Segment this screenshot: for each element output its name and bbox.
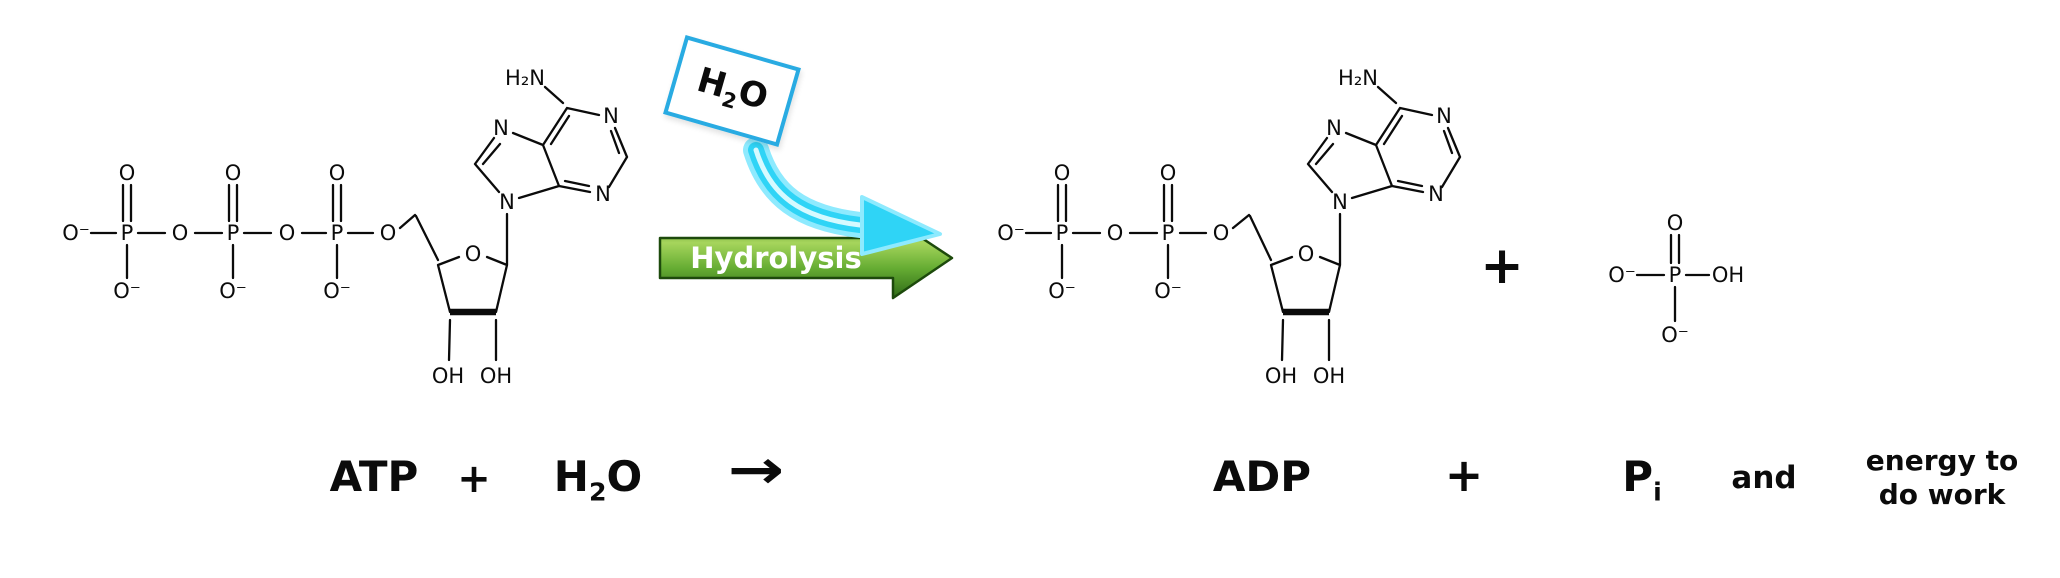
atom-n: N <box>1436 104 1452 128</box>
atom-p: P <box>227 221 240 245</box>
atom-p: P <box>1162 221 1175 245</box>
atom-n: N <box>1326 116 1342 140</box>
atom-p: P <box>1056 221 1069 245</box>
atom-ring-o: O <box>465 242 482 266</box>
atom-oh: OH <box>432 364 464 388</box>
equation-h2o-sub: 2 <box>588 477 607 507</box>
atom-oh: OH <box>480 364 512 388</box>
atp-bonds <box>89 85 629 362</box>
atom-o-minus: O⁻ <box>997 221 1025 245</box>
atom-o-minus: O⁻ <box>1661 323 1689 347</box>
atom-o: O <box>1107 221 1124 245</box>
equation-arrow: → <box>727 438 785 501</box>
atom-o-minus: O⁻ <box>1048 279 1076 303</box>
atom-oh: OH <box>1712 263 1744 287</box>
atom-o-minus: O⁻ <box>62 221 90 245</box>
equation-h2o: H2O <box>554 452 642 506</box>
water-arrow <box>743 137 942 256</box>
atom-n: N <box>603 104 619 128</box>
bond <box>89 85 629 362</box>
atom-o: O <box>1054 161 1071 185</box>
adp-structure: O⁻ P O O⁻ O P O O⁻ O O OH OH H₂N N N N N <box>997 66 1462 388</box>
atp-atom-labels: O⁻ P O O⁻ O P O O⁻ O P O O⁻ O O OH OH H₂… <box>62 66 619 388</box>
atom-o: O <box>1213 221 1230 245</box>
atom-p: P <box>121 221 134 245</box>
equation-pi-base: P <box>1622 452 1654 501</box>
equation-h2o-base: H <box>553 452 589 501</box>
atom-o: O <box>225 161 242 185</box>
energy-line-1: energy to <box>1865 444 2019 477</box>
atom-n: N <box>499 190 515 214</box>
equation-plus-1: + <box>457 456 491 502</box>
equation-and: and <box>1731 460 1797 496</box>
atom-o-minus: O⁻ <box>323 279 351 303</box>
atom-n: N <box>1428 182 1444 206</box>
water-label: H2O <box>692 60 773 122</box>
atp-structure: O⁻ P O O⁻ O P O O⁻ O P O O⁻ O O OH OH H₂… <box>62 66 629 388</box>
phosphate-atom-labels: O O⁻ P OH O⁻ <box>1608 211 1744 347</box>
atom-p: P <box>331 221 344 245</box>
equation-pi: Pi <box>1622 452 1661 506</box>
atom-o: O <box>279 221 296 245</box>
atom-amine: H₂N <box>505 66 545 90</box>
equation-plus-2: + <box>1444 448 1484 502</box>
atom-n: N <box>1332 190 1348 214</box>
atom-n: N <box>595 182 611 206</box>
water-label-tail: O <box>733 71 773 119</box>
atom-o: O <box>119 161 136 185</box>
atom-oh: OH <box>1313 364 1345 388</box>
atom-o: O <box>172 221 189 245</box>
atom-o: O <box>380 221 397 245</box>
water-arrow-core <box>753 147 863 228</box>
atom-o-minus: O⁻ <box>219 279 247 303</box>
equation-h2o-tail: O <box>606 452 643 501</box>
bond <box>1635 233 1711 323</box>
hydrolysis-label: Hydrolysis <box>690 241 861 275</box>
atom-p: P <box>1669 263 1682 287</box>
adp-bonds <box>1024 85 1462 362</box>
atom-o: O <box>1667 211 1684 235</box>
energy-line-2: do work <box>1878 477 2006 511</box>
atom-ring-o: O <box>1298 242 1315 266</box>
atom-o-minus: O⁻ <box>113 279 141 303</box>
water-arrow-head <box>860 195 942 256</box>
atom-oh: OH <box>1265 364 1297 388</box>
equation-atp: ATP <box>329 452 419 501</box>
atom-o: O <box>329 161 346 185</box>
atom-o-minus: O⁻ <box>1608 263 1636 287</box>
phosphate-structure: O O⁻ P OH O⁻ <box>1608 211 1744 347</box>
atom-o-minus: O⁻ <box>1154 279 1182 303</box>
adp-atom-labels: O⁻ P O O⁻ O P O O⁻ O O OH OH H₂N N N N N <box>997 66 1452 388</box>
atom-o: O <box>1160 161 1177 185</box>
atom-amine: H₂N <box>1338 66 1378 90</box>
equation-pi-sub: i <box>1653 477 1662 507</box>
equation-adp: ADP <box>1212 452 1312 501</box>
plus-sign-products: + <box>1480 236 1524 296</box>
bond <box>1024 85 1462 362</box>
atom-n: N <box>493 116 509 140</box>
